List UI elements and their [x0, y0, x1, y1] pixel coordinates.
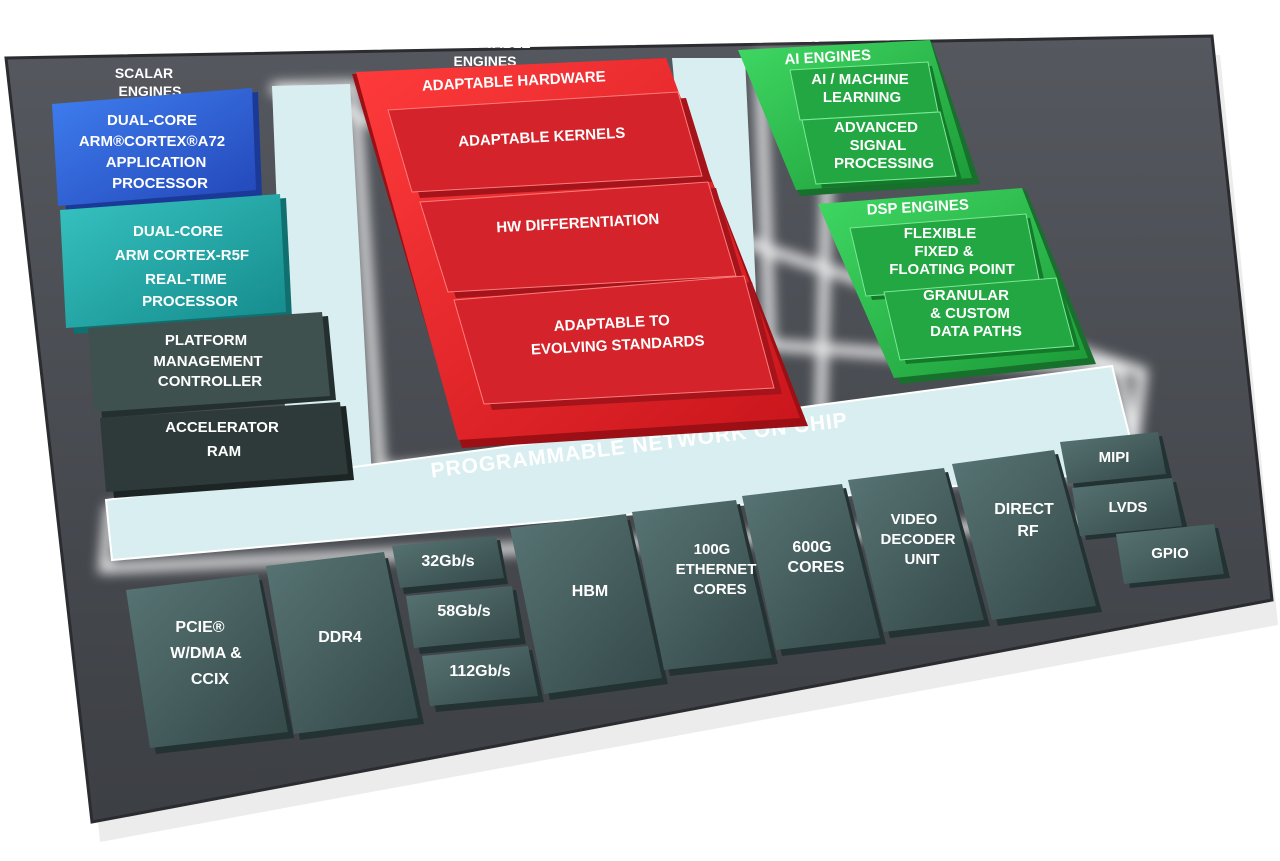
io-block-mipi: MIPI	[1060, 432, 1172, 488]
scalar-a72-line1: DUAL-CORE	[107, 112, 197, 129]
io-600g-line2: CORES	[788, 559, 845, 576]
io-pcie-line3: CCIX	[191, 671, 230, 688]
io-block-lvds: LVDS	[1072, 478, 1188, 540]
io-directrf-line2: RF	[1017, 523, 1039, 540]
ai-signal-line2: SIGNAL	[850, 137, 907, 154]
io-block-58gbs: 58Gb/s	[406, 586, 526, 654]
ai-signal-line1: ADVANCED	[834, 119, 918, 136]
ai-ml-line2: LEARNING	[823, 89, 901, 106]
io-ethernet-line3: CORES	[693, 581, 746, 598]
ai-block-signal: ADVANCED SIGNAL PROCESSING	[801, 111, 962, 188]
scalar-block-accel-ram: ACCELERATOR RAM	[100, 402, 354, 498]
io-directrf-line1: DIRECT	[994, 501, 1054, 518]
io-pcie-line2: W/DMA &	[170, 645, 242, 662]
intelligent-title-line1: INTELLIGENT	[750, 11, 842, 27]
adaptable-title-line1: ADAPTABLE	[445, 35, 530, 51]
io-112gbs-label: 112Gb/s	[449, 663, 510, 680]
io-ethernet-line2: ETHERNET	[676, 561, 757, 578]
io-58gbs-label: 58Gb/s	[437, 603, 490, 620]
intelligent-title-line2: ENGINES	[758, 29, 821, 45]
io-block-gpio: GPIO	[1116, 524, 1230, 588]
scalar-pmc-line2: MANAGEMENT	[153, 353, 262, 370]
adaptable-title-line2: ENGINES	[453, 53, 516, 69]
io-block-112gbs: 112Gb/s	[422, 646, 544, 712]
scalar-r5f-line4: PROCESSOR	[142, 293, 238, 310]
io-32gbs-label: 32Gb/s	[421, 553, 474, 570]
io-block-video-decoder: VIDEO DECODER UNIT	[848, 468, 990, 638]
dsp-granular-line1: GRANULAR	[923, 287, 1009, 304]
dsp-flexible-line2: FIXED &	[914, 243, 973, 260]
io-600g-line1: 600G	[792, 539, 831, 556]
io-ddr4-label: DDR4	[318, 629, 362, 646]
scalar-ram-line2: RAM	[207, 443, 241, 460]
dsp-engines-header: DSP ENGINES	[866, 196, 969, 218]
dsp-granular-line3: DATA PATHS	[930, 323, 1022, 340]
io-block-ethernet: 100G ETHERNET CORES	[632, 500, 778, 676]
io-pcie-line1: PCIE®	[175, 619, 224, 636]
dsp-engines: DSP ENGINES FLEXIBLE FIXED & FLOATING PO…	[818, 188, 1096, 384]
adaptable-engines: ADAPTABLE HARDWARE ADAPTABLE KERNELS HW …	[352, 58, 808, 448]
io-ethernet-line1: 100G	[694, 541, 731, 558]
scalar-block-pmc: PLATFORM MANAGEMENT CONTROLLER	[88, 312, 336, 418]
ai-signal-line3: PROCESSING	[834, 155, 934, 172]
adaptable-block-standards: ADAPTABLE TO EVOLVING STANDARDS	[453, 275, 782, 410]
io-block-ddr4: DDR4	[266, 552, 424, 740]
scalar-a72-line3: APPLICATION	[106, 154, 207, 171]
io-mipi-label: MIPI	[1099, 449, 1130, 466]
ai-block-ml: AI / MACHINE LEARNING	[789, 61, 944, 124]
adaptable-block-hw-diff: HW DIFFERENTIATION	[419, 181, 744, 298]
scalar-ram-line1: ACCELERATOR	[165, 419, 279, 436]
io-video-line3: UNIT	[905, 551, 940, 568]
io-gpio-label: GPIO	[1151, 545, 1189, 562]
ai-engines-header: AI ENGINES	[784, 47, 871, 69]
adaptable-block-kernels: ADAPTABLE KERNELS	[387, 91, 712, 198]
scalar-pmc-line3: CONTROLLER	[158, 373, 262, 390]
dsp-block-granular: GRANULAR & CUSTOM DATA PATHS	[883, 277, 1080, 364]
adaptable-standards-line1: ADAPTABLE TO	[553, 312, 670, 335]
io-lvds-label: LVDS	[1109, 499, 1148, 516]
scalar-r5f-line1: DUAL-CORE	[133, 223, 223, 240]
io-block-pcie: PCIE® W/DMA & CCIX	[126, 574, 294, 754]
scalar-block-r5f: DUAL-CORE ARM CORTEX-R5F REAL-TIME PROCE…	[60, 194, 292, 334]
scalar-a72-line4: PROCESSOR	[112, 175, 208, 192]
scalar-a72-line2: ARM®CORTEX®A72	[79, 133, 225, 150]
dsp-flexible-line3: FLOATING POINT	[889, 261, 1015, 278]
io-hbm-label: HBM	[572, 583, 608, 600]
scalar-r5f-line3: REAL-TIME	[145, 271, 227, 288]
dsp-flexible-line1: FLEXIBLE	[904, 225, 977, 242]
io-video-line2: DECODER	[880, 531, 955, 548]
io-block-hbm: HBM	[510, 514, 668, 700]
io-blocks: PCIE® W/DMA & CCIX DDR4 32Gb/s 58Gb/s 11…	[126, 432, 1230, 754]
scalar-title-line1: SCALAR	[115, 65, 173, 81]
ai-engines: AI ENGINES AI / MACHINE LEARNING ADVANCE…	[738, 40, 980, 196]
scalar-r5f-line2: ARM CORTEX-R5F	[115, 247, 249, 264]
io-block-direct-rf: DIRECT RF	[952, 450, 1102, 626]
io-block-32gbs: 32Gb/s	[392, 536, 508, 594]
scalar-engines: DUAL-CORE ARM®CORTEX®A72 APPLICATION PRO…	[52, 88, 354, 498]
ai-ml-line1: AI / MACHINE	[811, 71, 909, 88]
intelligent-engines: AI ENGINES AI / MACHINE LEARNING ADVANCE…	[738, 40, 1096, 384]
scalar-block-a72: DUAL-CORE ARM®CORTEX®A72 APPLICATION PRO…	[52, 88, 262, 212]
dsp-granular-line2: & CUSTOM	[930, 305, 1010, 322]
scalar-pmc-line1: PLATFORM	[165, 332, 247, 349]
io-video-line1: VIDEO	[891, 511, 938, 528]
io-block-600g: 600G CORES	[742, 484, 886, 656]
